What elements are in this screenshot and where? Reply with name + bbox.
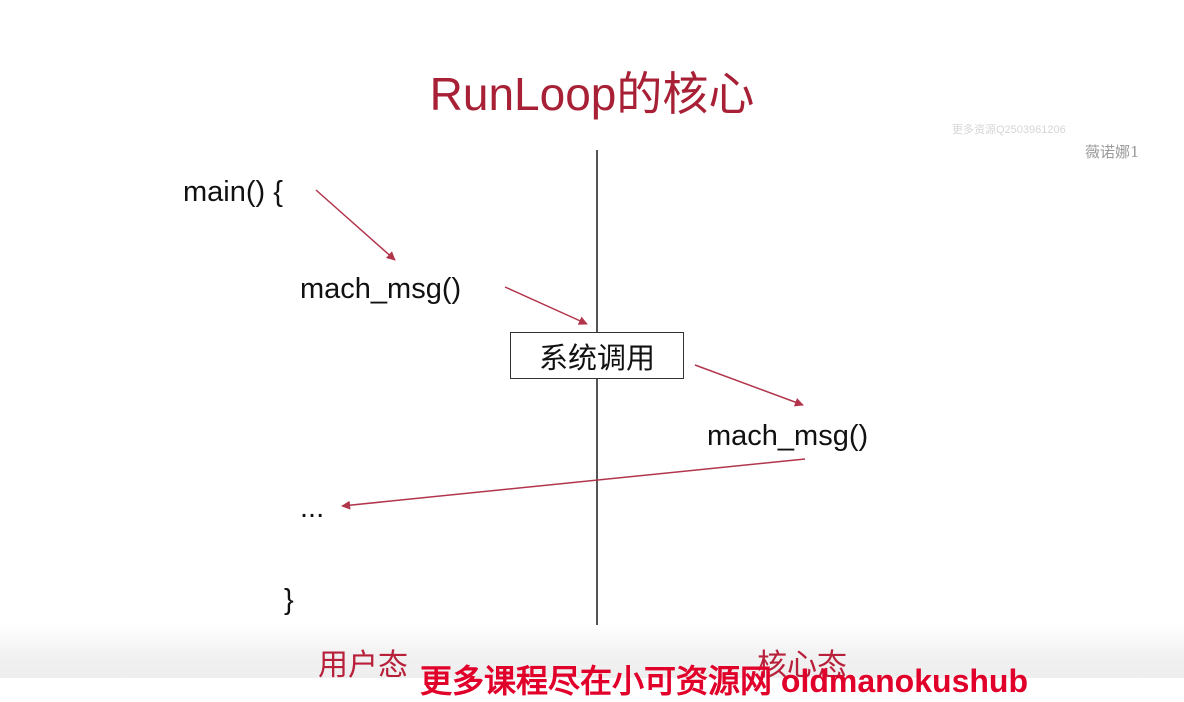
watermark-contact: 更多资源Q2503961206	[952, 124, 1066, 136]
code-ellipsis: ...	[300, 492, 325, 524]
syscall-box: 系统调用	[510, 332, 684, 379]
user-mode-label: 用户态	[318, 649, 408, 682]
slide-title: RunLoop的核心	[429, 68, 755, 120]
promo-caption: 更多课程尽在小可资源网 oldmanokushub	[420, 663, 1029, 699]
code-kernel-mach-msg: mach_msg()	[707, 420, 869, 452]
arrow-syscall-to-kernel	[694, 364, 804, 407]
code-close-brace: }	[284, 584, 294, 616]
syscall-label: 系统调用	[538, 342, 655, 375]
arrow-main-to-mach-msg	[315, 189, 396, 261]
code-main-open: main() {	[183, 176, 283, 208]
code-user-mach-msg: mach_msg()	[300, 273, 462, 305]
watermark-author: 薇诺娜1	[1085, 143, 1140, 161]
bottom-band	[0, 625, 1184, 678]
kernel-mode-label: 核心态	[757, 649, 847, 682]
arrow-kernel-return	[341, 458, 806, 510]
user-kernel-divider	[596, 150, 598, 634]
arrow-mach-msg-to-syscall	[504, 286, 588, 325]
flow-arrows	[315, 189, 806, 510]
